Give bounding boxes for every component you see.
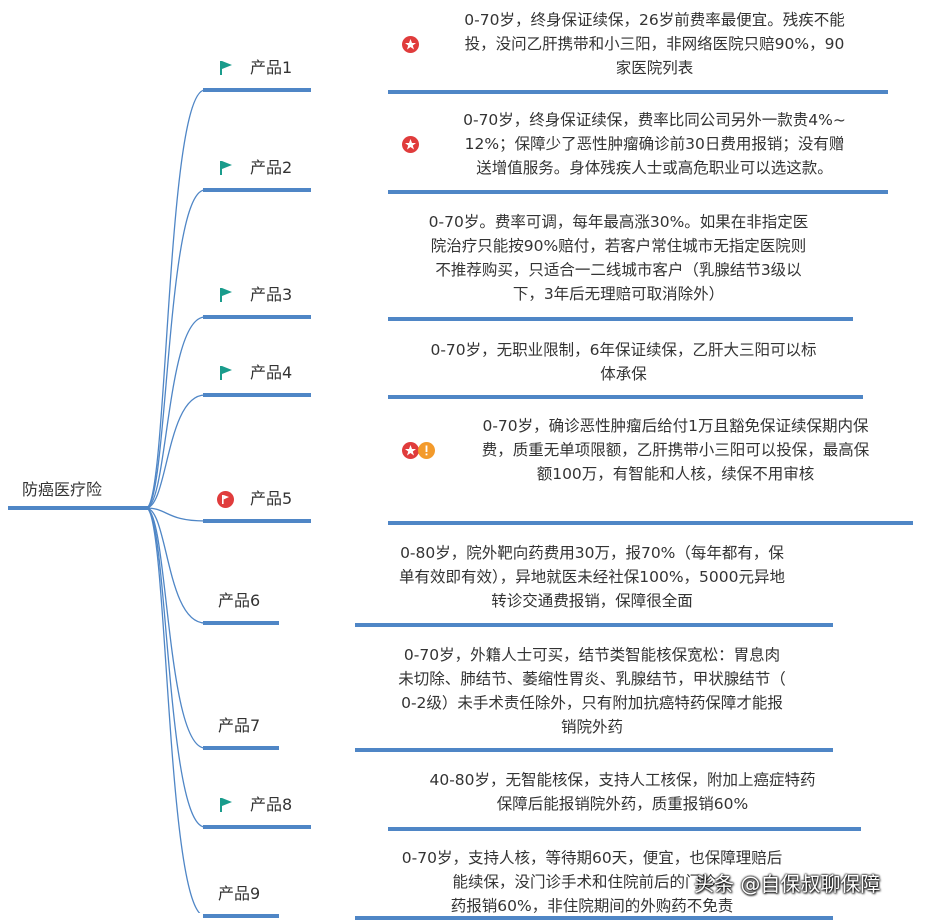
product-description-underline	[388, 521, 913, 525]
star-badge-icon	[402, 442, 419, 459]
description-line: 保障后能报销院外药，质重报销60%	[496, 795, 749, 813]
description-line: 药报销60%，非住院期间的外购药不免责	[450, 897, 734, 915]
product-label-underline	[203, 746, 279, 750]
product-label-underline	[203, 519, 311, 523]
product-label-underline	[203, 621, 279, 625]
product-description: 0-70岁。费率可调，每年最高涨30%。如果在非指定医院治疗只能按90%赔付，若…	[388, 210, 849, 306]
product-description: 0-70岁，无职业限制，6年保证续保，乙肝大三阳可以标体承保	[388, 338, 859, 386]
flag-icon	[218, 60, 234, 76]
description-line: 0-70岁。费率可调，每年最高涨30%。如果在非指定医	[428, 213, 809, 231]
description-line: 未切除、肺结节、萎缩性胃炎、乳腺结节，甲状腺结节（	[398, 670, 786, 688]
product-label-underline	[203, 825, 311, 829]
product-description-underline	[388, 827, 861, 831]
product-label[interactable]: 产品1	[250, 58, 293, 77]
product-description-underline	[388, 90, 888, 94]
branch-connector	[145, 507, 206, 624]
product-label-underline	[203, 188, 311, 192]
description-line: 不推荐购买，只适合一二线城市客户（乳腺结节3级以	[435, 261, 802, 279]
branch-connector	[145, 507, 206, 828]
product-description: 0-70岁，终身保证续保，26岁前费率最便宜。残疾不能投，没问乙肝携带和小三阳，…	[425, 8, 884, 80]
product-label-underline	[203, 393, 311, 397]
description-line: 0-70岁，确诊恶性肿瘤后给付1万且豁免保证续保期内保	[482, 417, 869, 435]
branch-connector	[145, 189, 206, 509]
root-node-underline	[8, 506, 148, 510]
product-label[interactable]: 产品3	[250, 285, 293, 304]
description-line: 额100万，有智能和人核，续保不用审核	[536, 465, 815, 483]
watermark: 头条 @自保叔聊保障	[694, 872, 881, 896]
exclamation-badge-icon	[418, 442, 435, 459]
description-line: 费，质重无单项限额，乙肝携带小三阳可以投保，最高保	[481, 441, 870, 459]
flag-icon	[218, 287, 234, 303]
description-line: 0-70岁，支持人核，等待期60天，便宜，也保障理赔后	[401, 849, 783, 867]
product-description-underline	[388, 317, 853, 321]
branch-connector	[145, 507, 206, 522]
description-line: 院治疗只能按90%赔付，若客户常住城市无指定医院则	[430, 237, 807, 255]
description-line: 下，3年后无理赔可取消除外）	[512, 285, 725, 303]
product-label[interactable]: 产品5	[250, 489, 293, 508]
product-description: 0-70岁，终身保证续保，费率比同公司另外一款贵4%~ 12%；保障少了恶性肿瘤确…	[425, 108, 884, 180]
product-label[interactable]: 产品9	[218, 884, 261, 903]
description-line: 0-2级）未手术责任除外，只有附加抗癌特药保障才能报	[401, 694, 783, 712]
branch-connector	[145, 89, 206, 509]
description-line: 投，没问乙肝携带和小三阳，非网络医院只赔90%，90	[464, 35, 845, 53]
product-label[interactable]: 产品6	[218, 591, 261, 610]
product-label-underline	[203, 315, 311, 319]
description-line: 0-70岁，无职业限制，6年保证续保，乙肝大三阳可以标	[430, 341, 817, 359]
product-description-underline	[388, 395, 863, 399]
description-line: 40-80岁，无智能核保，支持人工核保，附加上癌症特药	[429, 771, 816, 789]
product-label-underline	[203, 88, 311, 92]
branch-connector	[145, 394, 206, 509]
product-description: 40-80岁，无智能核保，支持人工核保，附加上癌症特药保障后能报销院外药，质重报…	[388, 768, 857, 816]
branch-connector	[145, 507, 201, 913]
description-line: 0-70岁，终身保证续保，费率比同公司另外一款贵4%~	[463, 111, 846, 129]
description-line: 单有效即有效），异地就医未经社保100%，5000元异地	[398, 568, 785, 586]
product-label-underline	[203, 914, 279, 918]
product-description: 0-70岁，外籍人士可买，结节类智能核保宽松：胃息肉未切除、肺结节、萎缩性胃炎、…	[355, 643, 829, 739]
description-line: 0-70岁，外籍人士可买，结节类智能核保宽松：胃息肉	[403, 646, 781, 664]
red-flag-icon	[217, 491, 234, 508]
star-badge-icon	[402, 136, 419, 153]
flag-icon	[218, 160, 234, 176]
description-line: 能续保，没门诊手术和住院前后的门诊，	[452, 873, 732, 891]
product-label[interactable]: 产品2	[250, 158, 293, 177]
description-line: 家医院列表	[615, 59, 694, 77]
description-line: 12%；保障少了恶性肿瘤确诊前30日费用报销；没有赠	[464, 135, 845, 153]
product-description: 0-80岁，院外靶向药费用30万，报70%（每年都有，保单有效即有效），异地就医…	[355, 541, 829, 613]
product-description: 0-70岁，支持人核，等待期60天，便宜，也保障理赔后能续保，没门诊手术和住院前…	[355, 846, 829, 918]
product-description-underline	[355, 623, 833, 627]
product-label[interactable]: 产品4	[250, 363, 293, 382]
branch-connector	[145, 507, 206, 749]
description-line: 0-80岁，院外靶向药费用30万，报70%（每年都有，保	[400, 544, 784, 562]
flag-icon	[218, 797, 234, 813]
description-line: 体承保	[600, 365, 647, 383]
description-line: 0-70岁，终身保证续保，26岁前费率最便宜。残疾不能	[464, 11, 845, 29]
product-label[interactable]: 产品7	[218, 716, 261, 735]
description-line: 转诊交通费报销，保障很全面	[491, 592, 693, 610]
description-line: 销院外药	[560, 718, 623, 736]
root-node-label[interactable]: 防癌医疗险	[22, 480, 103, 499]
product-description: 0-70岁，确诊恶性肿瘤后给付1万且豁免保证续保期内保费，质重无单项限额，乙肝携…	[442, 414, 909, 486]
star-badge-icon	[402, 36, 419, 53]
product-description-underline	[355, 748, 833, 752]
description-line: 送增值服务。身体残疾人士或高危职业可以选这款。	[476, 159, 833, 177]
product-label[interactable]: 产品8	[250, 795, 293, 814]
flag-icon	[218, 365, 234, 381]
product-description-underline	[388, 190, 888, 194]
branch-connector	[145, 316, 206, 509]
